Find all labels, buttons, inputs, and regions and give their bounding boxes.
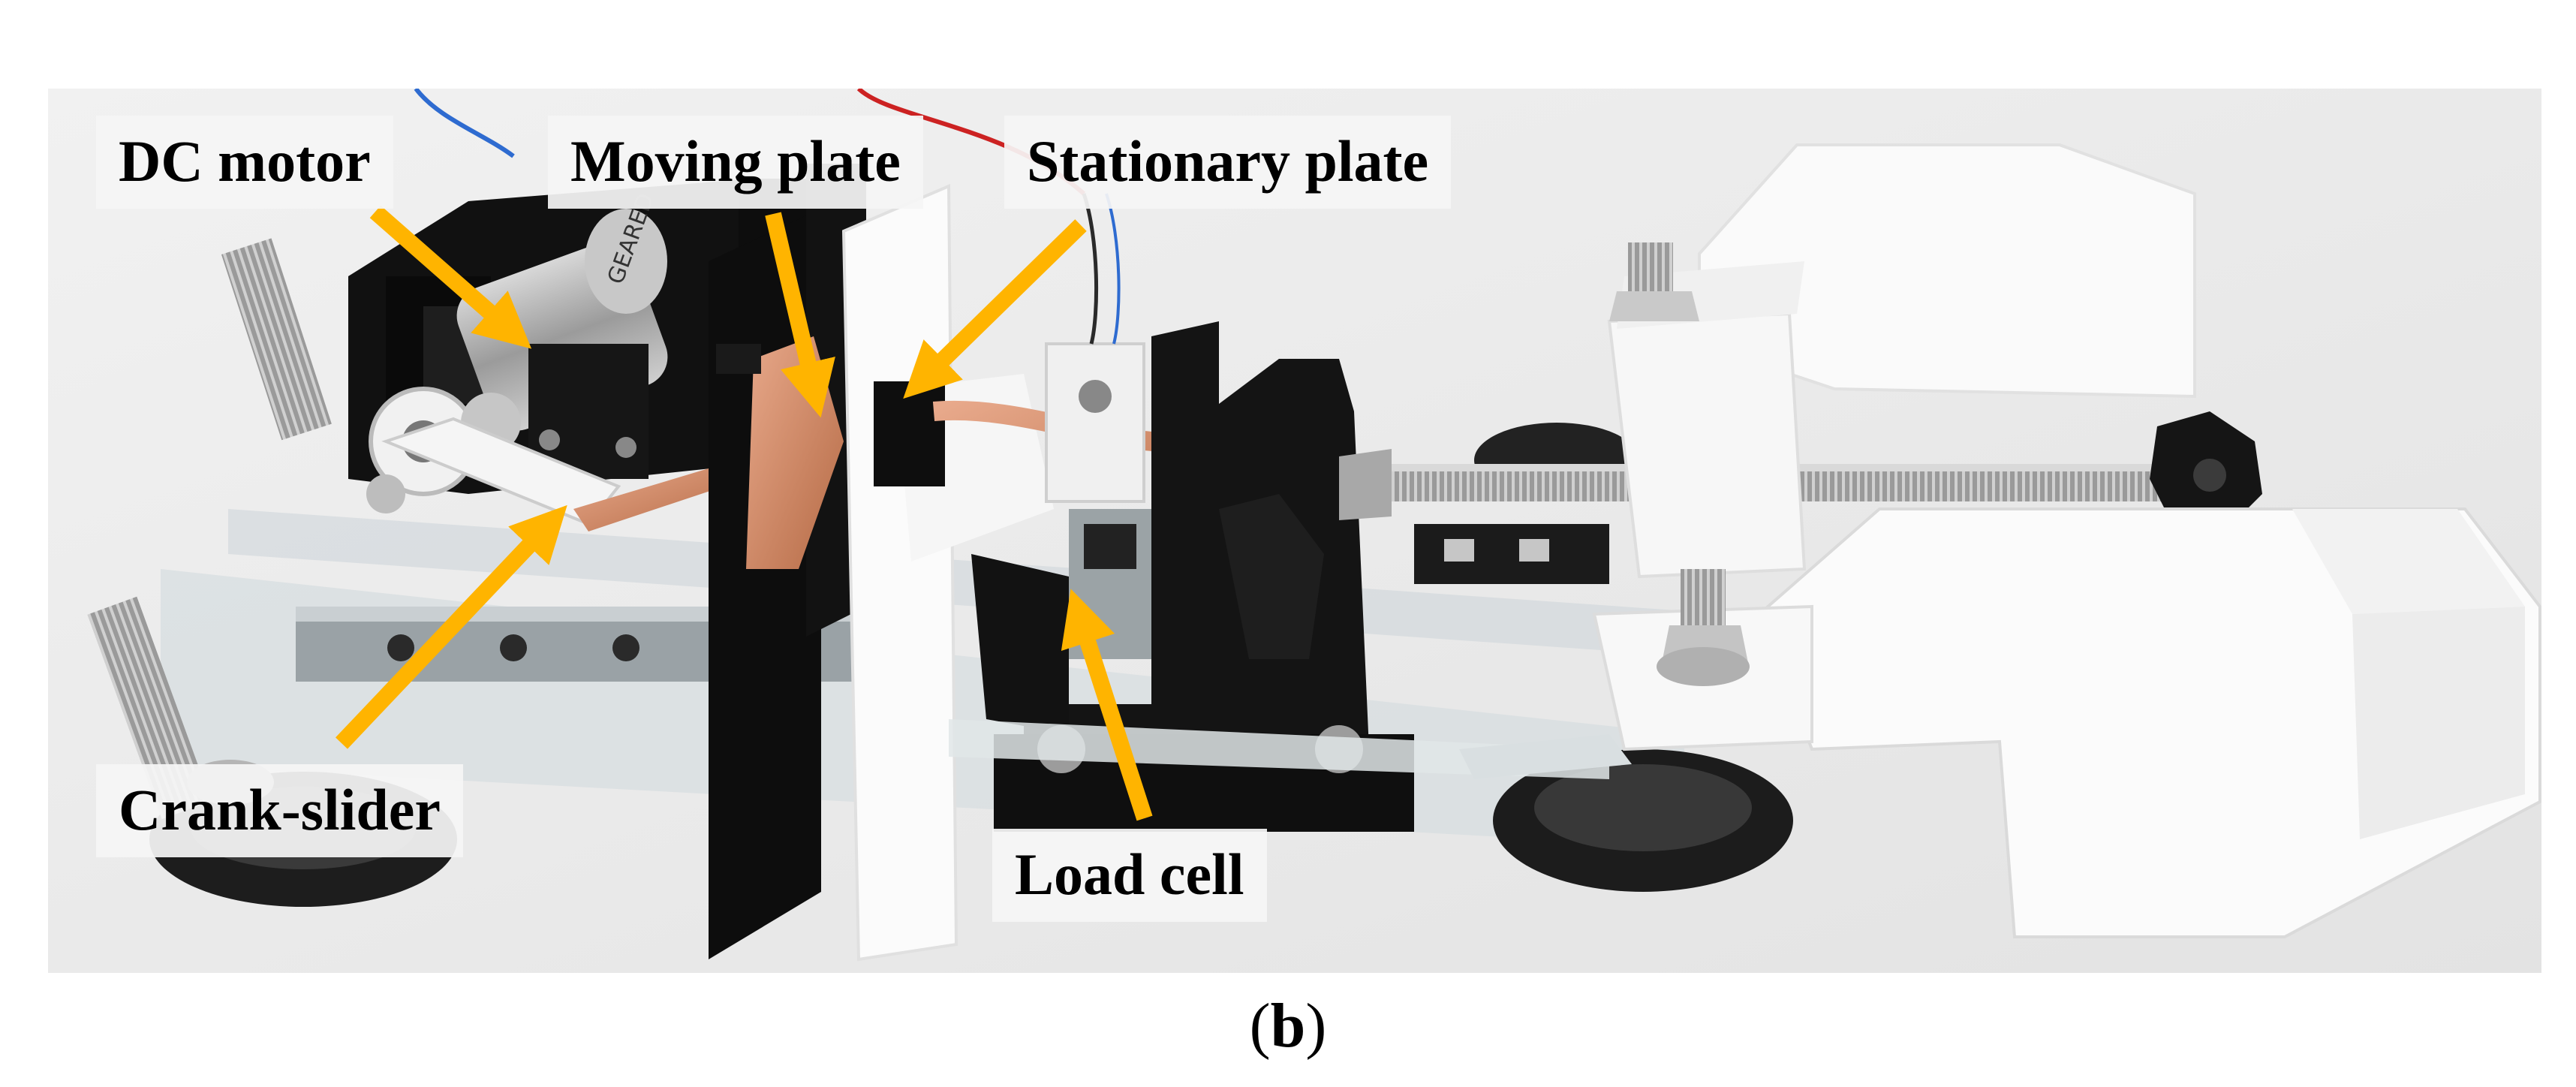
figure-caption: (b)	[0, 989, 2576, 1062]
crank-slider-label: Crank-slider	[96, 764, 463, 857]
stationary-plate-label: Stationary plate	[1004, 116, 1452, 209]
caption-close-paren: )	[1305, 991, 1327, 1061]
dc-motor-label: DC motor	[96, 116, 393, 209]
moving-plate-label: Moving plate	[548, 116, 923, 209]
caption-open-paren: (	[1249, 991, 1271, 1061]
apparatus-photo: GEARED	[48, 89, 2541, 973]
stationary-plate-arrow	[903, 219, 1087, 399]
moving-plate-arrow	[765, 212, 835, 418]
dc-motor-arrow	[369, 205, 532, 349]
load-cell-label: Load cell	[992, 829, 1267, 922]
caption-letter: b	[1270, 991, 1306, 1061]
load-cell-arrow	[1061, 589, 1153, 821]
crank-slider-arrow	[336, 504, 567, 749]
